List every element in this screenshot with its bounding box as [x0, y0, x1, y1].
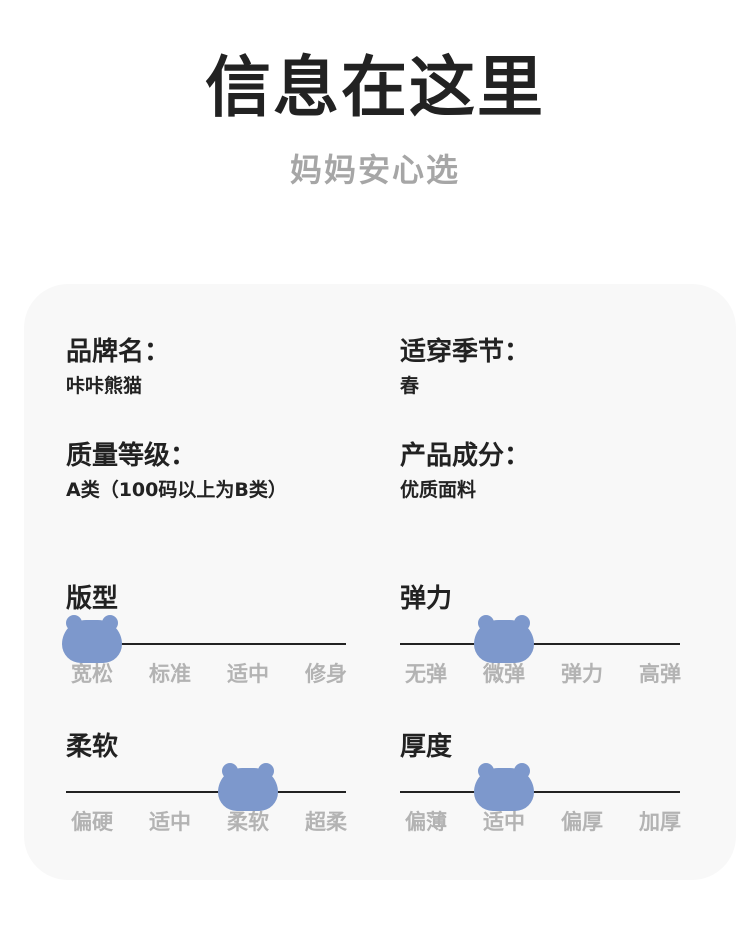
scale-thickness-option: 偏薄: [405, 810, 447, 834]
info-card: 品牌名： 咔咔熊猫 适穿季节： 春 质量等级： A类（100码以上为B类） 产品…: [24, 284, 736, 880]
scale-softness-option: 超柔: [305, 810, 347, 834]
bear-head-icon: [218, 763, 278, 811]
scale-elasticity-option: 微弹: [483, 662, 525, 686]
bear-head-icon: [474, 615, 534, 663]
info-material: 产品成分： 优质面料: [400, 438, 700, 504]
scale-fit-option: 适中: [227, 662, 269, 686]
scale-thickness-title: 厚度: [400, 732, 453, 762]
scale-softness-option: 偏硬: [71, 810, 113, 834]
scale-elasticity-title: 弹力: [400, 584, 453, 614]
info-grade-value: A类（100码以上为B类）: [66, 479, 287, 501]
info-brand-value: 咔咔熊猫: [66, 375, 143, 397]
scale-fit-option: 修身: [305, 662, 347, 686]
info-grade-label: 质量等级：: [66, 441, 197, 471]
scale-fit: 版型 宽松 标准 适中 修身: [62, 581, 356, 701]
scale-softness-option: 柔软: [227, 810, 269, 834]
info-grade: 质量等级： A类（100码以上为B类）: [66, 438, 366, 504]
scale-softness-track: [66, 791, 346, 793]
scale-elasticity-track: [400, 643, 680, 645]
bear-head-icon: [474, 763, 534, 811]
scale-thickness: 厚度 偏薄 适中 偏厚 加厚: [400, 729, 690, 849]
scale-softness-title: 柔软: [66, 732, 119, 762]
info-season-value: 春: [400, 375, 420, 397]
scale-softness: 柔软 偏硬 适中 柔软 超柔: [66, 729, 356, 849]
info-brand-label: 品牌名：: [66, 337, 171, 367]
info-material-value: 优质面料: [400, 479, 477, 501]
scale-softness-option: 适中: [149, 810, 191, 834]
scale-fit-title: 版型: [66, 584, 119, 614]
scale-thickness-option: 适中: [483, 810, 525, 834]
scale-elasticity-option: 弹力: [561, 662, 603, 686]
info-material-label: 产品成分：: [400, 441, 531, 471]
scale-fit-option: 宽松: [71, 662, 113, 686]
page-subtitle: 妈妈安心选: [289, 151, 460, 189]
page-title: 信息在这里: [205, 49, 545, 126]
scale-thickness-track: [400, 791, 680, 793]
scale-fit-option: 标准: [149, 662, 191, 686]
info-brand: 品牌名： 咔咔熊猫: [66, 334, 366, 400]
info-season: 适穿季节： 春: [400, 334, 700, 400]
scale-elasticity-option: 高弹: [639, 662, 681, 686]
scale-thickness-option: 偏厚: [561, 810, 603, 834]
scale-elasticity: 弹力 无弹 微弹 弹力 高弹: [400, 581, 690, 701]
scale-elasticity-option: 无弹: [405, 662, 447, 686]
scale-fit-track: [66, 643, 346, 645]
bear-head-icon: [62, 615, 122, 663]
info-season-label: 适穿季节：: [400, 337, 531, 367]
scale-thickness-option: 加厚: [639, 810, 681, 834]
